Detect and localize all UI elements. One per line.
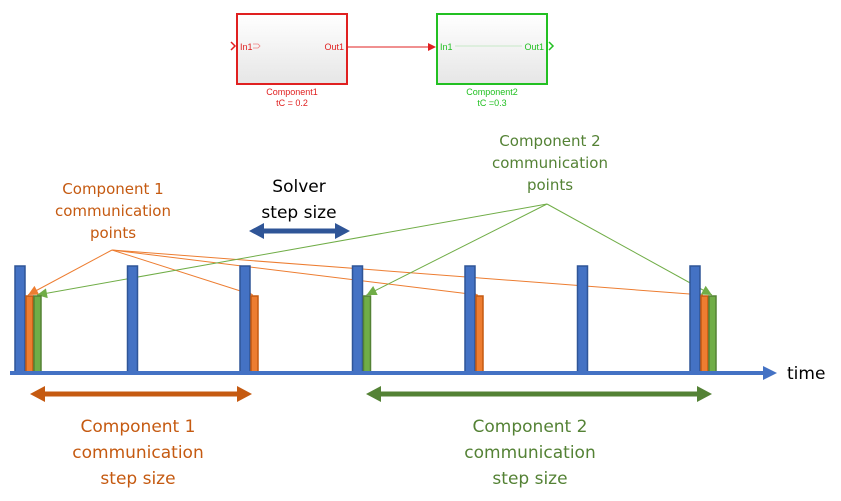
component1-name: Component1 [266, 87, 318, 97]
c2-pointer-line [366, 203, 548, 296]
signal-arrowhead-icon [428, 43, 436, 51]
c1-step-arrow-left-head-icon [30, 386, 45, 402]
solver-step-bar [351, 265, 364, 374]
c2-step-arrow-left-head-icon [366, 386, 381, 402]
c1-step-line1: Component 1 [81, 417, 196, 437]
solver-step-bar [126, 265, 139, 374]
solver-label: Solver step size [261, 177, 336, 223]
timeline-bars [14, 265, 717, 374]
component2-block[interactable]: In1 Out1 Component2 tC =0.3 [436, 13, 555, 108]
component1-comm-bar [250, 295, 259, 374]
component2-comm-bar [33, 295, 42, 374]
component2-name: Component2 [466, 87, 518, 97]
component1-block[interactable]: In1 Out1 Component1 tC = 0.2 [230, 13, 348, 108]
solver-step-bar [576, 265, 589, 374]
solver-step-bar [239, 265, 251, 374]
c2-pointer-line [546, 203, 713, 296]
component1-comm-bar [700, 295, 709, 374]
c2-step-line2: communication [464, 443, 595, 463]
component1-out-port: Out1 [324, 42, 344, 52]
port-marker-icon [253, 43, 261, 49]
solver-step-bar [689, 265, 701, 374]
input-port-icon [230, 41, 237, 51]
c1-points-line3: points [90, 224, 136, 242]
component2-comm-bar [708, 295, 717, 374]
time-axis [10, 366, 777, 380]
time-axis-label: time [787, 364, 825, 384]
time-axis-arrowhead-icon [763, 366, 777, 380]
dimension-arrows [30, 223, 712, 402]
c2-points-line2: communication [492, 154, 608, 172]
c2-points-line3: points [527, 176, 573, 194]
c1-step-line3: step size [100, 469, 175, 489]
c1-pointer-line [111, 249, 704, 296]
c2-points-label: Component 2 communication points [492, 132, 608, 194]
solver-step-bar [464, 265, 476, 374]
c1-points-label: Component 1 communication points [55, 180, 171, 242]
c1-pointer-line [111, 249, 479, 296]
c1-step-line2: communication [72, 443, 203, 463]
c1-step-arrow-right-head-icon [237, 386, 252, 402]
solver-step-bar [14, 265, 26, 374]
component1-comm-bar [475, 295, 484, 374]
c2-step-arrow-right-head-icon [697, 386, 712, 402]
c1-points-line1: Component 1 [62, 180, 163, 198]
component1-in-port: In1 [240, 42, 253, 52]
component1-param: tC = 0.2 [276, 98, 308, 108]
c2-pointer-line-head-icon [366, 286, 378, 295]
c1-points-line2: communication [55, 202, 171, 220]
c2-pointer-line-head-icon [700, 285, 712, 295]
c1-pointer-line [27, 249, 113, 296]
component2-in-port: In1 [440, 42, 453, 52]
component2-param: tC =0.3 [477, 98, 506, 108]
solver-step-arrow-left-head-icon [249, 223, 264, 239]
solver-line2: step size [261, 203, 336, 223]
component1-comm-bar [25, 295, 34, 374]
c2-pointer-line [36, 203, 548, 296]
c2-step-line1: Component 2 [473, 417, 588, 437]
c1-pointer-line-head-icon [28, 285, 40, 295]
c2-step-line3: step size [492, 469, 567, 489]
component2-out-port: Out1 [524, 42, 544, 52]
solver-step-arrow-right-head-icon [335, 223, 350, 239]
c1-pointer-line [111, 249, 254, 296]
output-port-icon [548, 41, 555, 51]
c1-step-label: Component 1 communication step size [72, 417, 203, 489]
signal-line[interactable] [347, 43, 436, 51]
solver-line1: Solver [272, 177, 325, 197]
component2-comm-bar [362, 295, 372, 374]
c2-step-label: Component 2 communication step size [464, 417, 595, 489]
c2-points-line1: Component 2 [499, 132, 600, 150]
